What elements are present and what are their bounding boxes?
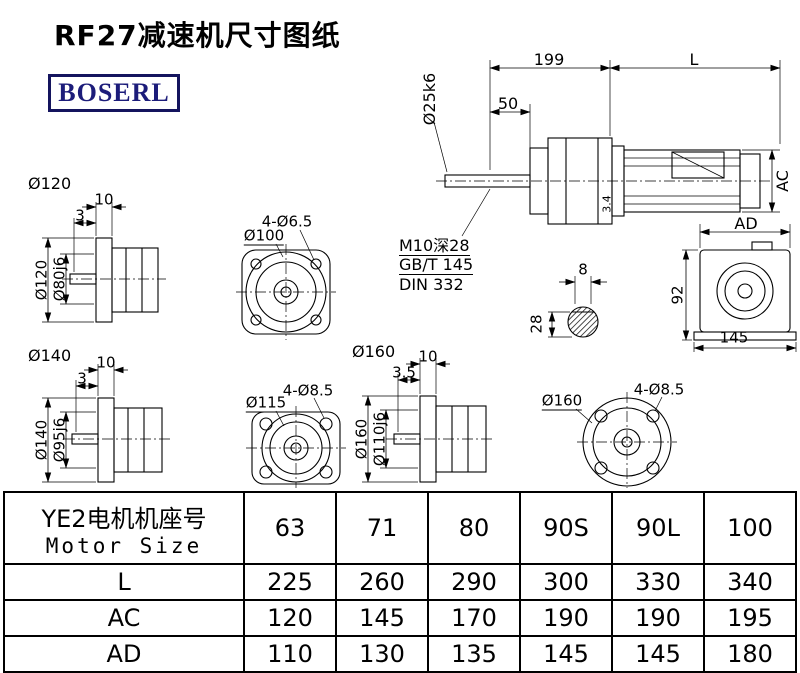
flange140-dim-3: 3	[77, 369, 87, 388]
flange120-dia-outer: Ø120	[32, 259, 51, 301]
dim-shaft-diameter: Ø25k6	[420, 72, 439, 126]
dim-50: 50	[497, 94, 519, 113]
dim-3-4: 3.4	[600, 195, 614, 213]
flange140-title: Ø140	[28, 346, 72, 365]
motor-size-80-cell: 80	[427, 491, 521, 565]
value-AD-80: 135	[427, 635, 521, 673]
header-label-en: Motor Size	[45, 533, 203, 558]
header-label-cn: YE2电机机座号	[41, 504, 207, 533]
value-AC-80: 170	[427, 599, 521, 637]
value-L-71: 260	[335, 563, 429, 601]
row-label-AD: AD	[3, 635, 245, 673]
value-L-90L: 330	[611, 563, 705, 601]
flange140-dia-outer: Ø140	[32, 419, 51, 461]
flange115-front-view	[246, 397, 346, 488]
main-assembly-view	[433, 60, 781, 237]
value-AC-63: 120	[243, 599, 337, 637]
value-AD-90S: 145	[519, 635, 613, 673]
flange160-title: Ø160	[352, 342, 396, 361]
value-AD-90L: 145	[611, 635, 705, 673]
page-title: RF27减速机尺寸图纸	[54, 19, 341, 52]
table-header-row: YE2电机机座号 Motor Size 63 71 80 90S 90L 100	[3, 491, 797, 565]
table-row-AC: AC 120 145 170 190 190 195	[3, 599, 797, 637]
dim-199: 199	[533, 50, 565, 69]
flange140-dim-10: 10	[96, 353, 116, 372]
flange160-side-view	[362, 358, 492, 483]
dim-92: 92	[668, 285, 687, 305]
brand-text: BOSERL	[58, 78, 170, 107]
front100-holes-callout: 4-Ø6.5	[261, 212, 313, 231]
value-AD-100: 180	[703, 635, 797, 673]
front115-holes-callout: 4-Ø8.5	[282, 381, 334, 400]
flange120-dim-3: 3	[75, 206, 85, 225]
flange160-dia-spigot: Ø110j6	[370, 411, 389, 467]
flange160-dim-10: 10	[418, 347, 438, 366]
flange120-side-view	[42, 202, 166, 323]
dim-key-width-8: 8	[578, 260, 588, 279]
front115-dia-callout: Ø115	[245, 393, 287, 413]
dim-145: 145	[719, 328, 749, 347]
shaft-key-section-view	[548, 276, 607, 338]
front160-holes-callout: 4-Ø8.5	[633, 380, 685, 399]
value-AC-90S: 190	[519, 599, 613, 637]
row-label-L: L	[3, 563, 245, 601]
row-label-AC: AC	[3, 599, 245, 637]
flange100-front-view	[236, 229, 336, 340]
technical-drawing-linework	[42, 60, 797, 488]
motor-size-90S-cell: 90S	[519, 491, 613, 565]
dim-AD: AD	[734, 214, 758, 233]
front100-dia-callout: Ø100	[243, 226, 285, 246]
brand-logo: BOSERL	[48, 74, 180, 112]
flange160-front-view	[575, 392, 677, 488]
flange160-dim-3-5: 3.5	[392, 363, 416, 382]
motor-size-100-cell: 100	[703, 491, 797, 565]
motor-size-table: YE2电机机座号 Motor Size 63 71 80 90S 90L 100…	[3, 491, 797, 673]
table-row-L: L 225 260 290 300 330 340	[3, 563, 797, 601]
value-AD-71: 130	[335, 635, 429, 673]
value-L-90S: 300	[519, 563, 613, 601]
motor-size-63-cell: 63	[243, 491, 337, 565]
motor-size-71-cell: 71	[335, 491, 429, 565]
value-AD-63: 110	[243, 635, 337, 673]
value-L-80: 290	[427, 563, 521, 601]
note-standard-din: DIN 332	[399, 275, 464, 294]
value-AC-71: 145	[335, 599, 429, 637]
flange140-side-view	[42, 364, 170, 483]
reducer-side-view	[682, 224, 797, 352]
dim-AC: AC	[773, 170, 792, 192]
dim-motor-length-L: L	[689, 50, 699, 69]
flange140-dia-spigot: Ø95j6	[50, 417, 69, 463]
table-row-AD: AD 110 130 135 145 145 180	[3, 635, 797, 673]
flange160-dia-outer: Ø160	[352, 418, 371, 460]
dim-key-height-28: 28	[527, 314, 546, 334]
table-header-motor-size-cell: YE2电机机座号 Motor Size	[3, 491, 245, 565]
motor-size-90L-cell: 90L	[611, 491, 705, 565]
value-AC-100: 195	[703, 599, 797, 637]
value-AC-90L: 190	[611, 599, 705, 637]
note-standard-gbt: GB/T 145	[399, 255, 474, 275]
flange120-title: Ø120	[28, 174, 72, 193]
note-tapped-hole: M10深28	[399, 236, 470, 256]
flange120-dim-10: 10	[94, 190, 114, 209]
flange120-dia-spigot: Ø80j6	[50, 256, 69, 302]
value-L-63: 225	[243, 563, 337, 601]
value-L-100: 340	[703, 563, 797, 601]
front160-dia-callout: Ø160	[541, 391, 583, 411]
